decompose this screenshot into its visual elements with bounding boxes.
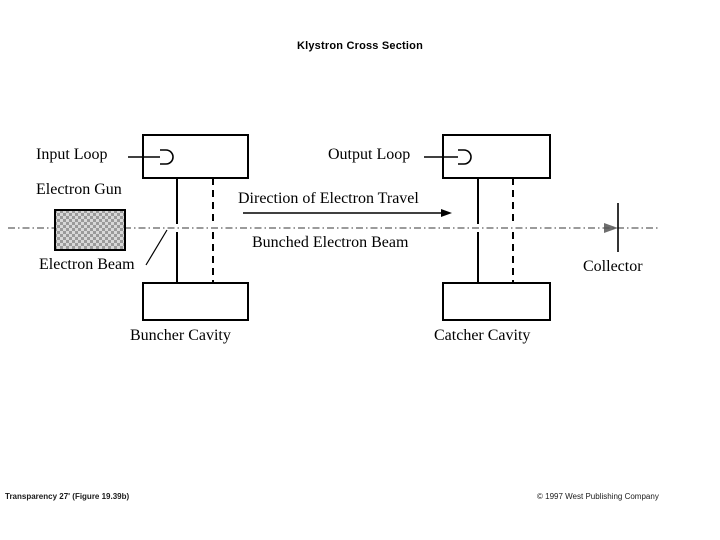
- label-electron-beam: Electron Beam: [39, 256, 135, 273]
- label-bunched-electron-beam: Bunched Electron Beam: [252, 234, 409, 251]
- footer-transparency-number: Transparency 27' (Figure 19.39b): [5, 492, 130, 501]
- page-title: Klystron Cross Section: [296, 40, 424, 52]
- input-loop-hook-icon: [160, 149, 174, 165]
- label-input-loop: Input Loop: [36, 146, 108, 163]
- catcher-cavity-top-bar: [442, 134, 551, 179]
- output-loop-hook-icon: [458, 149, 472, 165]
- collector-beam-terminus-icon: [604, 223, 618, 233]
- footer-copyright: © 1997 West Publishing Company: [537, 492, 659, 501]
- label-buncher-cavity: Buncher Cavity: [130, 327, 231, 344]
- catcher-cavity-bottom-bar: [442, 282, 551, 321]
- electron-gun-body: [54, 209, 126, 251]
- label-output-loop: Output Loop: [328, 146, 411, 163]
- electron-beam-leader: [145, 229, 168, 266]
- label-electron-gun: Electron Gun: [36, 181, 122, 198]
- label-collector: Collector: [583, 258, 643, 275]
- label-catcher-cavity: Catcher Cavity: [434, 327, 531, 344]
- buncher-cavity-bottom-bar: [142, 282, 249, 321]
- direction-arrow-head-icon: [441, 209, 452, 217]
- label-direction-of-electron-travel: Direction of Electron Travel: [238, 190, 419, 207]
